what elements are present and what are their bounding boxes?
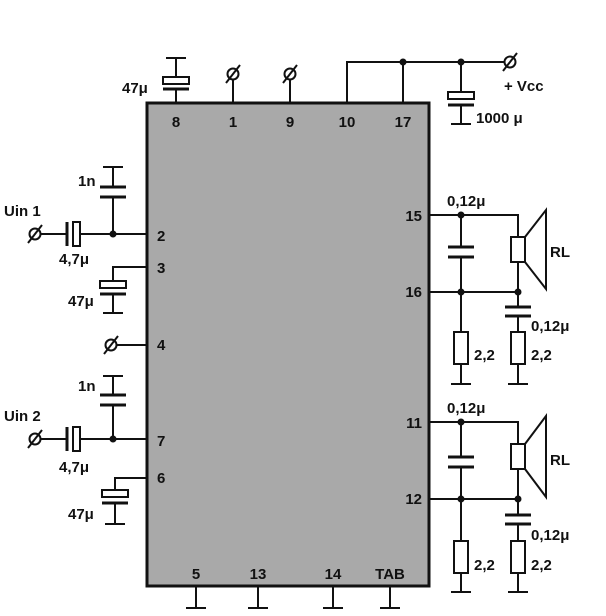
pin-label-9: 9 bbox=[286, 114, 294, 131]
label-input-2: Uin 2 bbox=[4, 408, 41, 425]
pin-label-4: 4 bbox=[157, 337, 166, 354]
terminal-pin9 bbox=[282, 64, 298, 103]
label-res-1a: 2,2 bbox=[474, 347, 495, 364]
pin-label-5: 5 bbox=[192, 566, 200, 583]
label-speaker-1: RL bbox=[550, 244, 570, 261]
terminal-input-2 bbox=[27, 429, 43, 449]
pin-label-2: 2 bbox=[157, 228, 165, 245]
vcc-rail bbox=[346, 58, 510, 103]
capacitor-pin8-47u bbox=[162, 57, 190, 103]
pin-label-6: 6 bbox=[157, 470, 165, 487]
capacitor-pin3-47u bbox=[99, 266, 147, 314]
capacitor-input-2-4-7u bbox=[41, 426, 147, 452]
pin-label-tab: TAB bbox=[375, 566, 405, 583]
label-cap-1n-lower: 1n bbox=[78, 378, 96, 395]
pin-label-3: 3 bbox=[157, 260, 165, 277]
label-res-2b: 2,2 bbox=[531, 557, 552, 574]
terminal-vcc bbox=[502, 52, 518, 72]
capacitor-1n-lower bbox=[100, 375, 126, 439]
capacitor-pin6-47u bbox=[101, 477, 147, 525]
output-channel-2 bbox=[429, 418, 531, 593]
pin-label-17: 17 bbox=[395, 114, 412, 131]
capacitor-vcc-1000u bbox=[447, 62, 475, 125]
pin-label-14: 14 bbox=[325, 566, 342, 583]
bottom-ground-leads bbox=[186, 586, 400, 609]
label-cap-out-1b: 0,12μ bbox=[531, 318, 569, 335]
ic-body bbox=[145, 101, 431, 588]
label-speaker-2: RL bbox=[550, 452, 570, 469]
label-res-2a: 2,2 bbox=[474, 557, 495, 574]
label-cap-input-1: 4,7μ bbox=[59, 251, 89, 268]
pin-label-16: 16 bbox=[405, 284, 422, 301]
label-cap-out-2a: 0,12μ bbox=[447, 400, 485, 417]
pin-label-15: 15 bbox=[405, 208, 422, 225]
pin-label-7: 7 bbox=[157, 433, 165, 450]
label-cap-out-1a: 0,12μ bbox=[447, 193, 485, 210]
label-vcc: + Vcc bbox=[504, 78, 544, 95]
pin-label-10: 10 bbox=[339, 114, 356, 131]
resistor-2-2-d bbox=[510, 540, 526, 574]
label-cap-vcc: 1000 μ bbox=[476, 110, 523, 127]
label-input-1: Uin 1 bbox=[4, 203, 41, 220]
pin-label-11: 11 bbox=[406, 415, 422, 432]
output-channel-1 bbox=[429, 211, 531, 385]
label-cap-1n-upper: 1n bbox=[78, 173, 96, 190]
resistor-2-2-c bbox=[453, 540, 469, 574]
pin-label-8: 8 bbox=[172, 114, 180, 131]
label-cap-pin6: 47μ bbox=[68, 506, 94, 523]
label-cap-out-2b: 0,12μ bbox=[531, 527, 569, 544]
capacitor-input-1-4-7u bbox=[41, 221, 147, 247]
capacitor-1n-upper bbox=[100, 166, 126, 234]
label-res-1b: 2,2 bbox=[531, 347, 552, 364]
terminal-pin4 bbox=[103, 335, 147, 355]
pin-label-1: 1 bbox=[229, 114, 237, 131]
ic-pin-labels: 8 1 9 10 17 2 3 4 7 6 15 16 11 12 5 13 1… bbox=[157, 114, 422, 583]
label-cap-pin8: 47μ bbox=[122, 80, 148, 97]
pin-label-12: 12 bbox=[405, 491, 422, 508]
resistor-2-2-a bbox=[453, 331, 469, 365]
speaker-icon bbox=[510, 207, 547, 292]
resistor-2-2-b bbox=[510, 331, 526, 365]
pin-label-13: 13 bbox=[250, 566, 267, 583]
label-cap-pin3: 47μ bbox=[68, 293, 94, 310]
terminal-input-1 bbox=[27, 224, 43, 244]
terminal-pin1 bbox=[225, 64, 241, 103]
label-cap-input-2: 4,7μ bbox=[59, 459, 89, 476]
speaker-icon bbox=[510, 413, 547, 500]
